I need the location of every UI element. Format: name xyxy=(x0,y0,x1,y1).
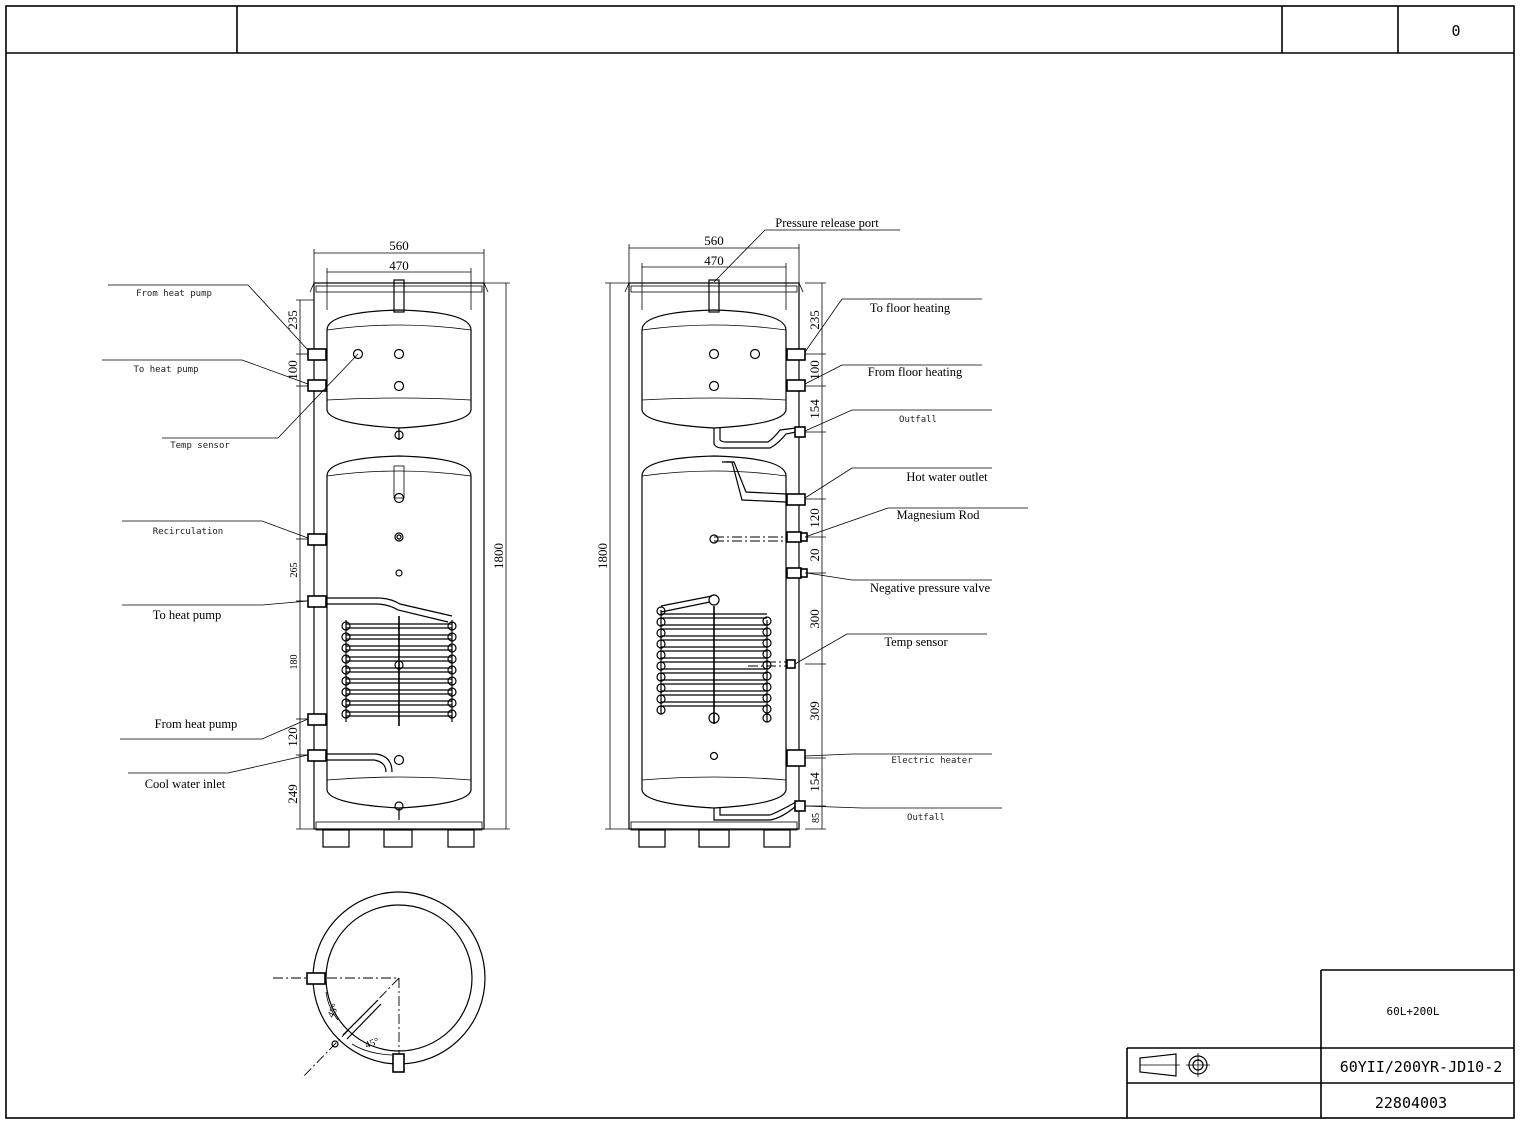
drawing-frame xyxy=(5,5,1515,1119)
right-height: 1800 xyxy=(595,543,610,569)
label-recirculation: Recirculation xyxy=(153,527,223,537)
right-dim-154-top: 154 xyxy=(807,399,822,419)
left-dim-235: 235 xyxy=(285,310,300,330)
left-dim-100: 100 xyxy=(285,360,300,380)
left-dim-120: 120 xyxy=(285,727,300,747)
plan-angle-a: 45° xyxy=(326,1002,342,1019)
projection-symbol-icon xyxy=(1139,1053,1210,1077)
left-width-outer: 560 xyxy=(389,238,409,253)
plan-angle-b: 45° xyxy=(364,1036,381,1051)
label-to-heat-pump: To heat pump xyxy=(153,608,222,622)
plan-view xyxy=(273,891,486,1079)
right-dim-300: 300 xyxy=(807,609,822,629)
label-to-floor-heating: To floor heating xyxy=(870,301,951,315)
label-outfall-bottom: Outfall xyxy=(907,813,945,823)
heat-exchanger-coil xyxy=(326,597,457,726)
label-negative-pressure-valve: Negative pressure valve xyxy=(870,581,991,595)
revision-number: 0 xyxy=(1451,22,1460,40)
right-dim-309: 309 xyxy=(807,701,822,721)
label-hot-water-outlet: Hot water outlet xyxy=(906,470,988,484)
label-from-floor-heating: From floor heating xyxy=(868,365,963,379)
right-dim-120: 120 xyxy=(807,508,822,528)
label-to-heat-pump-top: To heat pump xyxy=(133,365,198,375)
left-elevation-view xyxy=(296,249,510,848)
right-width-outer: 560 xyxy=(704,233,724,248)
left-dim-265: 265 xyxy=(289,563,300,578)
left-leader-lines xyxy=(102,284,359,774)
right-width-inner: 470 xyxy=(704,253,724,268)
right-elevation-view xyxy=(605,244,826,848)
right-dim-235: 235 xyxy=(807,310,822,330)
left-width-inner: 470 xyxy=(389,258,409,273)
label-temp-sensor-right: Temp sensor xyxy=(884,635,948,649)
label-electric-heater: Electric heater xyxy=(891,756,973,766)
capacity-label: 60L+200L xyxy=(1387,1005,1440,1018)
right-leader-lines xyxy=(713,229,1028,809)
left-dim-249: 249 xyxy=(285,784,300,804)
label-pressure-release-port: Pressure release port xyxy=(775,216,879,230)
heat-exchanger-coil-right xyxy=(656,594,786,724)
label-outfall-top: Outfall xyxy=(899,415,937,425)
model-number: 60YII/200YR-JD10-2 xyxy=(1340,1058,1503,1076)
right-dim-85: 85 xyxy=(811,813,822,823)
label-magnesium-rod: Magnesium Rod xyxy=(897,508,981,522)
label-temp-sensor-left: Temp sensor xyxy=(170,441,230,451)
label-from-heat-pump: From heat pump xyxy=(155,717,238,731)
left-height: 1800 xyxy=(491,543,506,569)
left-dim-180: 180 xyxy=(289,655,300,670)
right-dim-154-bottom: 154 xyxy=(807,772,822,792)
drawing-number: 22804003 xyxy=(1375,1094,1447,1112)
right-dim-20: 20 xyxy=(807,549,822,562)
label-cool-water-inlet: Cool water inlet xyxy=(145,777,226,791)
right-dim-100: 100 xyxy=(807,360,822,380)
label-from-heat-pump-top: From heat pump xyxy=(136,289,212,299)
